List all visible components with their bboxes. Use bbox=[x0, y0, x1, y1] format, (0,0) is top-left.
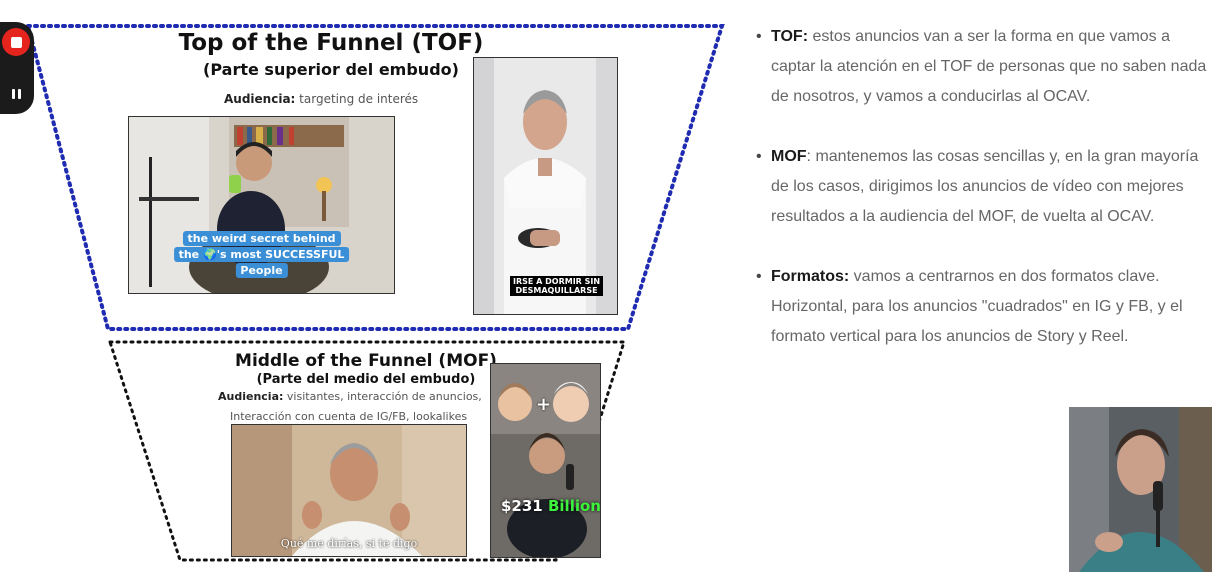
caption-word: the bbox=[178, 248, 200, 261]
mof-audience-line2: Interacción con cuenta de IG/FB, lookali… bbox=[230, 410, 468, 423]
bullet-label: MOF bbox=[771, 148, 807, 165]
mof-subtitle: (Parte del medio del embudo) bbox=[256, 372, 476, 387]
bullet-dot: • bbox=[756, 28, 762, 45]
amount-text: $231 bbox=[501, 497, 543, 515]
bullet-dot: • bbox=[756, 268, 762, 285]
bullet-list: • TOF: estos anuncios van a ser la forma… bbox=[756, 22, 1208, 382]
mof-video-horizontal[interactable]: Qué me dirías, si te digo bbox=[231, 424, 467, 557]
stop-icon bbox=[10, 36, 22, 48]
bullet-tof: • TOF: estos anuncios van a ser la forma… bbox=[756, 22, 1208, 112]
billion-text: Billion bbox=[547, 497, 601, 515]
bullet-label: Formatos: bbox=[771, 268, 850, 285]
tof-title: Top of the Funnel (TOF) bbox=[178, 30, 484, 56]
bullet-mof: • MOF: mantenemos las cosas sencillas y,… bbox=[756, 142, 1208, 232]
tof-video2-caption: IRSE A DORMIR SIN DESMAQUILLARSE bbox=[510, 276, 604, 296]
video-frame-image bbox=[474, 58, 617, 314]
bullet-text: vamos a centrarnos en dos formatos clave… bbox=[771, 268, 1183, 345]
caption-line: DESMAQUILLARSE bbox=[515, 286, 598, 295]
pause-recording-button[interactable] bbox=[4, 82, 28, 106]
tof-audience-value: targeting de interés bbox=[299, 92, 419, 106]
video-frame-image bbox=[491, 364, 600, 557]
tof-video1-caption-2: the 🌍's most SUCCESSFUL bbox=[173, 247, 350, 262]
mof-video2-caption: $231 Billion bbox=[501, 497, 601, 515]
pause-icon bbox=[11, 89, 21, 99]
bullet-text: : mantenemos las cosas sencillas y, en l… bbox=[771, 148, 1199, 225]
tof-audience-label: Audiencia: bbox=[224, 92, 296, 106]
bullet-label: TOF: bbox=[771, 28, 809, 45]
tof-audience: Audiencia: targeting de interés bbox=[224, 92, 418, 106]
mof-title: Middle of the Funnel (MOF) bbox=[235, 351, 497, 371]
tof-video1-caption-1: the weird secret behind bbox=[182, 231, 341, 246]
tof-subtitle: (Parte superior del embudo) bbox=[203, 60, 459, 79]
mof-video-vertical[interactable]: + $231 Billion bbox=[490, 363, 601, 558]
bullet-formatos: • Formatos: vamos a centrarnos en dos fo… bbox=[756, 262, 1208, 352]
plus-sign: + bbox=[536, 394, 552, 415]
recording-widget bbox=[0, 22, 34, 114]
stop-recording-button[interactable] bbox=[2, 28, 30, 56]
bullet-text: estos anuncios van a ser la forma en que… bbox=[771, 28, 1207, 105]
presenter-webcam bbox=[1069, 407, 1212, 572]
mof-audience-label: Audiencia: bbox=[218, 390, 284, 403]
tof-video1-caption-3: People bbox=[235, 263, 288, 278]
webcam-image bbox=[1069, 407, 1212, 572]
bullet-dot: • bbox=[756, 148, 762, 165]
caption-line: IRSE A DORMIR SIN bbox=[513, 277, 601, 286]
mof-video1-subtitle: Qué me dirías, si te digo bbox=[280, 537, 418, 550]
tof-video-vertical[interactable]: IRSE A DORMIR SIN DESMAQUILLARSE bbox=[473, 57, 618, 315]
earth-globe-icon: 🌍 bbox=[202, 248, 217, 261]
video-frame-image bbox=[232, 425, 466, 556]
caption-word: 's most SUCCESSFUL bbox=[216, 248, 345, 261]
mof-audience: Audiencia: visitantes, interacción de an… bbox=[218, 390, 482, 403]
tof-video-horizontal[interactable]: the weird secret behind the 🌍's most SUC… bbox=[128, 116, 395, 294]
mof-audience-value: visitantes, interacción de anuncios, bbox=[286, 390, 482, 403]
